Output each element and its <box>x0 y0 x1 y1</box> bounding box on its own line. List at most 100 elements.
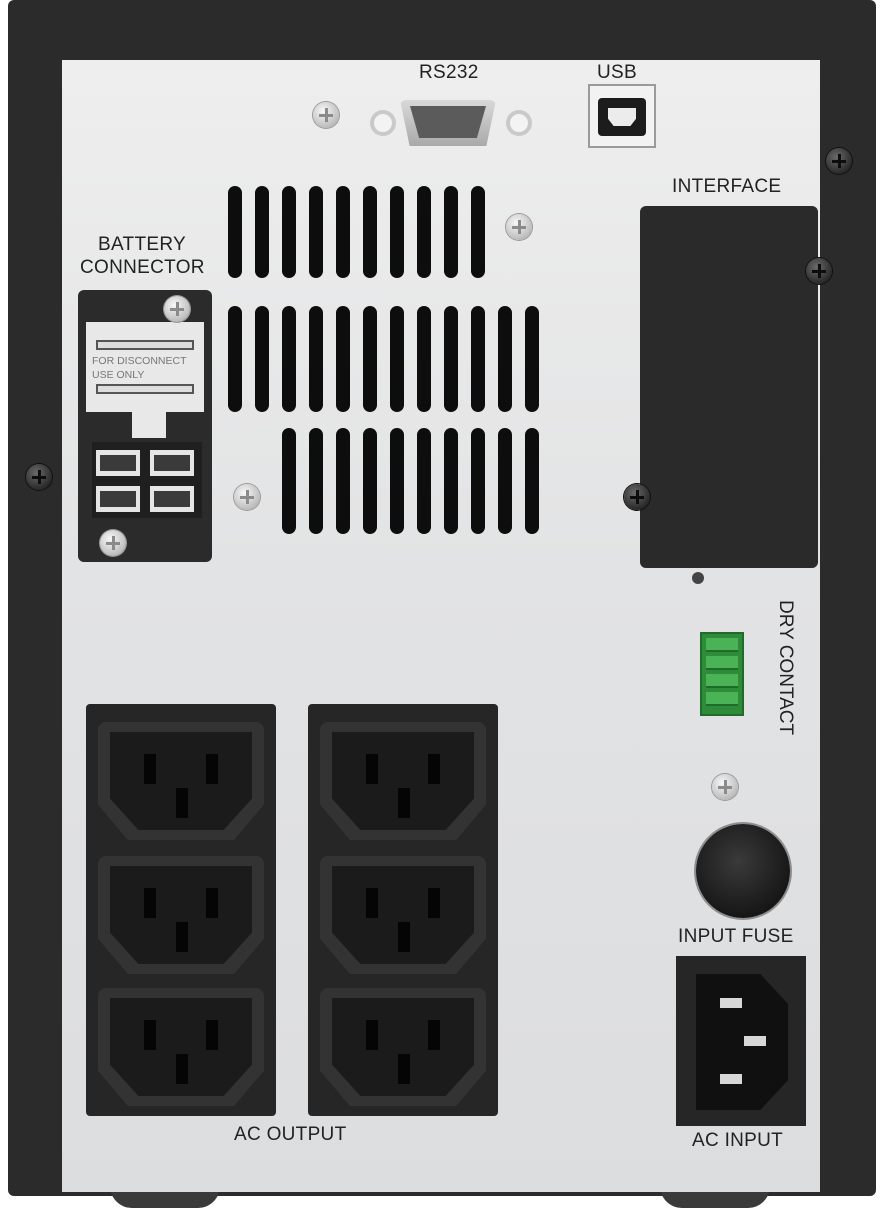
socket-pin <box>428 1020 440 1050</box>
iec-c13-socket-icon[interactable] <box>98 722 264 840</box>
socket-pin <box>366 754 378 784</box>
iec-c13-socket-icon[interactable] <box>98 856 264 974</box>
socket-pin <box>428 888 440 918</box>
iec-c14-inlet-icon <box>696 974 788 1110</box>
vent-slot <box>525 306 539 412</box>
indicator-hole <box>692 572 704 584</box>
battery-pin-cell <box>96 486 140 512</box>
vent-slot <box>363 306 377 412</box>
screw-icon <box>506 214 532 240</box>
dry-contact-pin <box>706 638 738 652</box>
socket-pin <box>428 754 440 784</box>
vent-slot <box>336 306 350 412</box>
vent-slot <box>444 306 458 412</box>
battery-label-line2: CONNECTOR <box>80 257 205 278</box>
inlet-blade <box>720 998 742 1008</box>
battery-pin-cell <box>150 486 194 512</box>
db9-post-right <box>510 114 528 132</box>
vent-slot <box>363 428 377 534</box>
vent-slot <box>228 186 242 278</box>
battery-pin-cell <box>150 450 194 476</box>
socket-pin <box>176 922 188 952</box>
db9-post-left <box>374 114 392 132</box>
rs232-port[interactable] <box>410 106 486 138</box>
socket-pin <box>144 888 156 918</box>
vent-slot <box>255 186 269 278</box>
battery-cover-bar <box>96 340 194 350</box>
dry-contact-pin <box>706 674 738 688</box>
vent-slot <box>282 428 296 534</box>
dry-contact-label: DRY CONTACT <box>775 600 796 736</box>
rs232-label: RS232 <box>419 62 479 83</box>
usb-port-core <box>608 108 636 126</box>
vent-slot <box>525 428 539 534</box>
socket-pin <box>366 888 378 918</box>
vent-slot <box>390 428 404 534</box>
battery-label-line1: BATTERY <box>98 234 186 255</box>
vent-slot <box>390 186 404 278</box>
screw-icon <box>313 102 339 128</box>
iec-c13-socket-icon[interactable] <box>320 988 486 1106</box>
socket-pin <box>366 1020 378 1050</box>
vent-slot <box>336 186 350 278</box>
usb-label: USB <box>597 62 637 83</box>
vent-slot <box>471 186 485 278</box>
screw-icon <box>624 484 650 510</box>
vent-slot <box>363 186 377 278</box>
vent-slot <box>282 186 296 278</box>
socket-pin <box>398 922 410 952</box>
vent-slot <box>309 186 323 278</box>
vent-slot <box>444 428 458 534</box>
vent-slot <box>390 306 404 412</box>
socket-pin <box>144 1020 156 1050</box>
socket-pin <box>144 754 156 784</box>
screw-icon <box>26 464 52 490</box>
screw-icon <box>164 296 190 322</box>
iec-c13-socket-icon[interactable] <box>320 722 486 840</box>
vent-slot <box>417 186 431 278</box>
vent-slot <box>498 428 512 534</box>
vent-slot <box>309 306 323 412</box>
battery-cover-bar <box>96 384 194 394</box>
vent-slot <box>498 306 512 412</box>
socket-pin <box>398 1054 410 1084</box>
screw-icon <box>806 258 832 284</box>
inlet-blade <box>744 1036 766 1046</box>
ac-input-label: AC INPUT <box>692 1130 784 1151</box>
screw-icon <box>100 530 126 556</box>
screw-icon <box>826 148 852 174</box>
ac-output-label: AC OUTPUT <box>234 1124 347 1145</box>
socket-pin <box>206 754 218 784</box>
vent-slot <box>309 428 323 534</box>
vent-slot <box>336 428 350 534</box>
dry-contact-pin <box>706 656 738 670</box>
battery-connector-cover <box>86 322 204 412</box>
vent-slot <box>417 306 431 412</box>
battery-cover-notch <box>132 412 166 438</box>
screw-icon <box>712 774 738 800</box>
iec-c13-socket-icon[interactable] <box>98 988 264 1106</box>
interface-label: INTERFACE <box>672 176 782 197</box>
vent-slot <box>255 306 269 412</box>
vent-slot <box>471 306 485 412</box>
socket-pin <box>176 788 188 818</box>
battery-note-line1: FOR DISCONNECT <box>92 355 187 367</box>
socket-pin <box>206 1020 218 1050</box>
interface-slot-cover[interactable] <box>640 206 818 568</box>
screw-icon <box>234 484 260 510</box>
socket-pin <box>206 888 218 918</box>
input-fuse-holder[interactable] <box>696 824 790 918</box>
vent-slot <box>417 428 431 534</box>
socket-pin <box>398 788 410 818</box>
socket-pin <box>176 1054 188 1084</box>
battery-note-line2: USE ONLY <box>92 369 145 381</box>
inlet-blade <box>720 1074 742 1084</box>
vent-slot <box>228 306 242 412</box>
vent-slot <box>471 428 485 534</box>
battery-pin-cell <box>96 450 140 476</box>
vent-slot <box>282 306 296 412</box>
dry-contact-pin <box>706 692 738 706</box>
vent-slot <box>444 186 458 278</box>
input-fuse-label: INPUT FUSE <box>678 926 794 947</box>
iec-c13-socket-icon[interactable] <box>320 856 486 974</box>
